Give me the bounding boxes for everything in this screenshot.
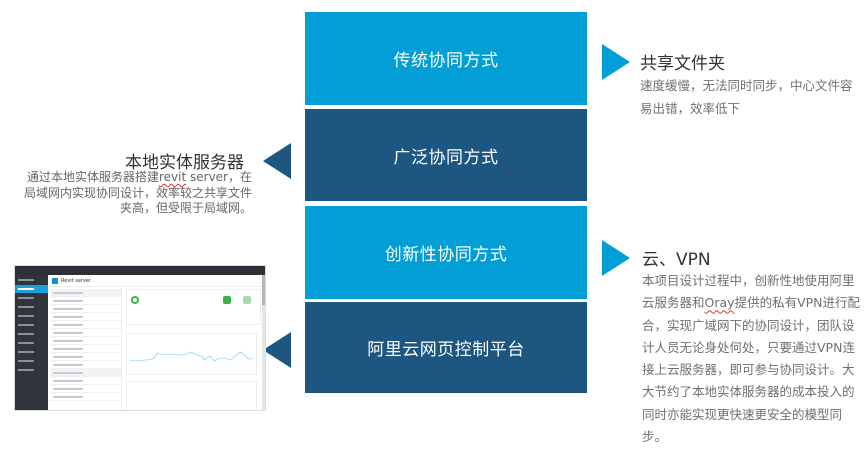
console-bottom-panel <box>126 381 257 410</box>
console-sidebar-item <box>15 366 48 374</box>
cloud-vpn-text-2: 提供的私有VPN进行配合，实现广域网下的协同设计，团队设计人员无论身处何处，只要… <box>642 295 861 445</box>
arrow-left-icon <box>263 143 291 179</box>
spellcheck-mark: revit <box>158 170 187 184</box>
innovative-collaboration-label: 创新性协同方式 <box>384 245 508 265</box>
info-row <box>50 305 121 313</box>
console-sidebar-item <box>15 348 48 356</box>
innovative-collaboration-box: 创新性协同方式 <box>305 206 587 299</box>
console-status-panel <box>126 289 261 325</box>
broad-collaboration-label: 广泛协同方式 <box>393 147 499 168</box>
info-row <box>50 289 121 297</box>
info-row <box>50 377 121 385</box>
local-server-text-1: 通过本地实体服务器搭建 <box>26 170 159 184</box>
info-row <box>50 313 121 321</box>
info-row <box>50 297 121 305</box>
console-screenshot: Revit server <box>14 265 266 411</box>
cloud-vpn-description: 本项目设计过程中，创新性地使用阿里云服务器和Oray提供的私有VPN进行配合，实… <box>642 270 862 448</box>
info-row <box>50 361 121 369</box>
cloud-vpn-title: 云、VPN <box>642 250 711 270</box>
console-title: Revit server <box>61 277 92 284</box>
console-scrollbar <box>262 275 265 410</box>
shield-icon <box>223 296 231 304</box>
arrow-right-icon <box>602 240 630 276</box>
console-sidebar-item <box>15 330 48 338</box>
spellcheck-mark: Oray <box>704 295 735 311</box>
local-server-title: 本地实体服务器 <box>125 153 244 173</box>
info-row <box>50 321 121 329</box>
info-row <box>50 345 121 353</box>
info-row <box>50 393 121 401</box>
console-sidebar-item <box>15 321 48 329</box>
shared-folder-title: 共享文件夹 <box>640 54 725 74</box>
console-sidebar <box>15 275 48 410</box>
info-row <box>50 369 121 377</box>
info-row <box>50 337 121 345</box>
aliyun-console-label: 阿里云网页控制平台 <box>367 340 525 360</box>
traditional-collaboration-box: 传统协同方式 <box>305 12 587 105</box>
console-info-panel <box>50 289 122 409</box>
shared-folder-description: 速度缓慢，无法同时同步，中心文件容易出错，效率低下 <box>640 78 853 116</box>
info-row <box>50 385 121 393</box>
info-row <box>50 329 121 337</box>
cloud-vpn-text-1: 本项目设计过程中，创新性地使用阿里云服务器和 <box>642 273 855 311</box>
console-sidebar-item <box>15 285 48 293</box>
local-server-description: 通过本地实体服务器搭建revit server，在局域网内实现协同设计，效率较之… <box>24 170 252 217</box>
monitor-line-chart <box>129 351 254 362</box>
arrow-right-icon <box>602 44 630 80</box>
console-titlebar: Revit server <box>48 275 265 287</box>
console-sidebar-item <box>15 276 48 284</box>
traditional-collaboration-label: 传统协同方式 <box>393 51 499 71</box>
arrow-left-icon <box>263 332 291 368</box>
server-icon <box>52 277 58 284</box>
console-main: Revit server <box>48 275 265 410</box>
console-monitor-chart <box>126 333 257 375</box>
info-row <box>50 353 121 361</box>
console-sidebar-item <box>15 357 48 365</box>
console-sidebar-item <box>15 339 48 347</box>
console-sidebar-item <box>15 312 48 320</box>
broad-collaboration-box: 广泛协同方式 <box>305 109 587 201</box>
console-sidebar-item <box>15 294 48 302</box>
console-sidebar-item <box>15 303 48 311</box>
aliyun-console-box: 阿里云网页控制平台 <box>305 302 587 393</box>
local-server-text-2: server，在局域网内实现协同设计，效率较之共享文件夹高，但受限于局域网。 <box>24 170 253 215</box>
console-topbar <box>15 266 265 275</box>
running-status-icon <box>131 296 139 304</box>
check-icon <box>243 296 251 304</box>
